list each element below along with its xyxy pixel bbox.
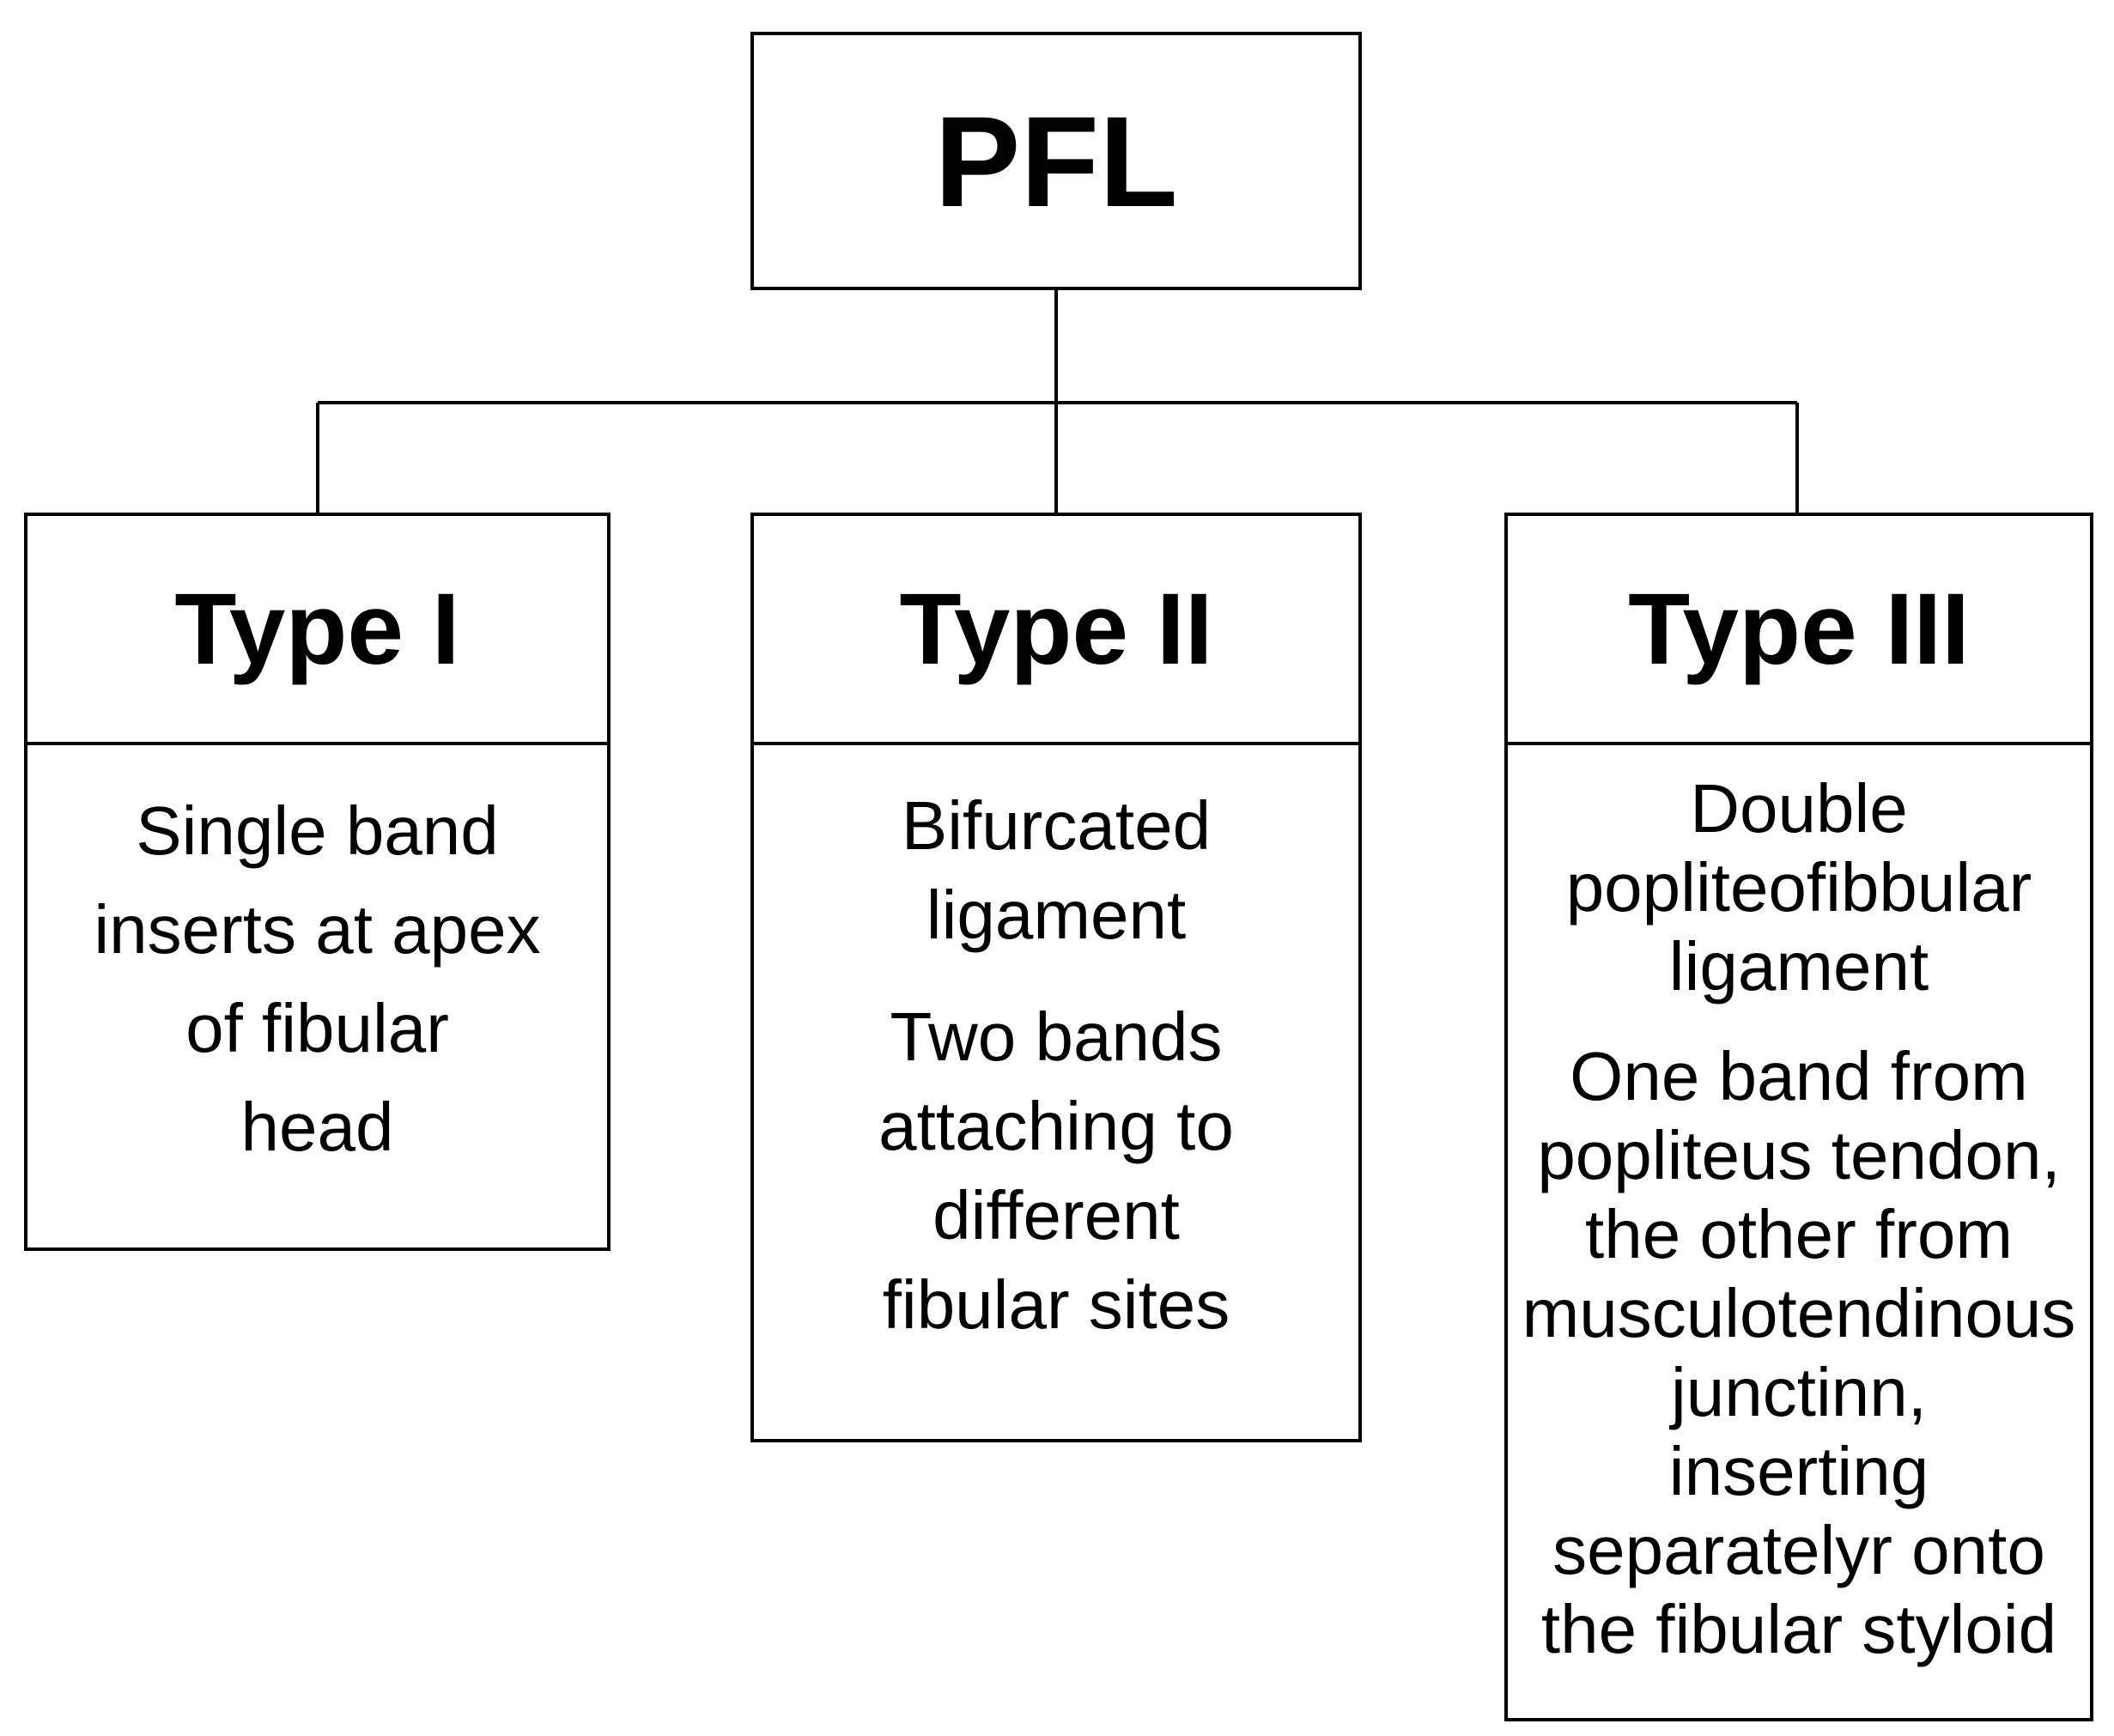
type-2-header: Type II [754, 516, 1358, 745]
type-1-node: Type I Single band inserts at apex of fi… [24, 513, 611, 1251]
type-2-title: Type II [899, 572, 1213, 686]
type-3-node: Type III Double popliteofibbular ligamen… [1504, 513, 2093, 1721]
type-2-description: Two bands attaching to different fibular… [878, 999, 1234, 1343]
type-2-node: Type II Bifurcated ligament Two bands at… [750, 513, 1362, 1442]
type-3-description: One band from popliteus tendon, the othe… [1522, 1038, 2076, 1667]
type-3-summary: Double popliteofibbular ligament [1565, 770, 2032, 1005]
root-node: PFL [750, 32, 1362, 290]
type-3-body: Double popliteofibbular ligament One ban… [1508, 745, 2090, 1718]
type-2-summary: Bifurcated ligament [901, 787, 1212, 953]
root-label: PFL [934, 88, 1178, 234]
type-1-body: Single band inserts at apex of fibular h… [27, 745, 607, 1247]
type-1-header: Type I [27, 516, 607, 745]
type-2-body: Bifurcated ligament Two bands attaching … [754, 745, 1358, 1439]
type-1-description: Single band inserts at apex of fibular h… [94, 792, 541, 1165]
type-1-title: Type I [174, 572, 460, 686]
type-3-title: Type III [1628, 572, 1970, 686]
type-3-header: Type III [1508, 516, 2090, 745]
